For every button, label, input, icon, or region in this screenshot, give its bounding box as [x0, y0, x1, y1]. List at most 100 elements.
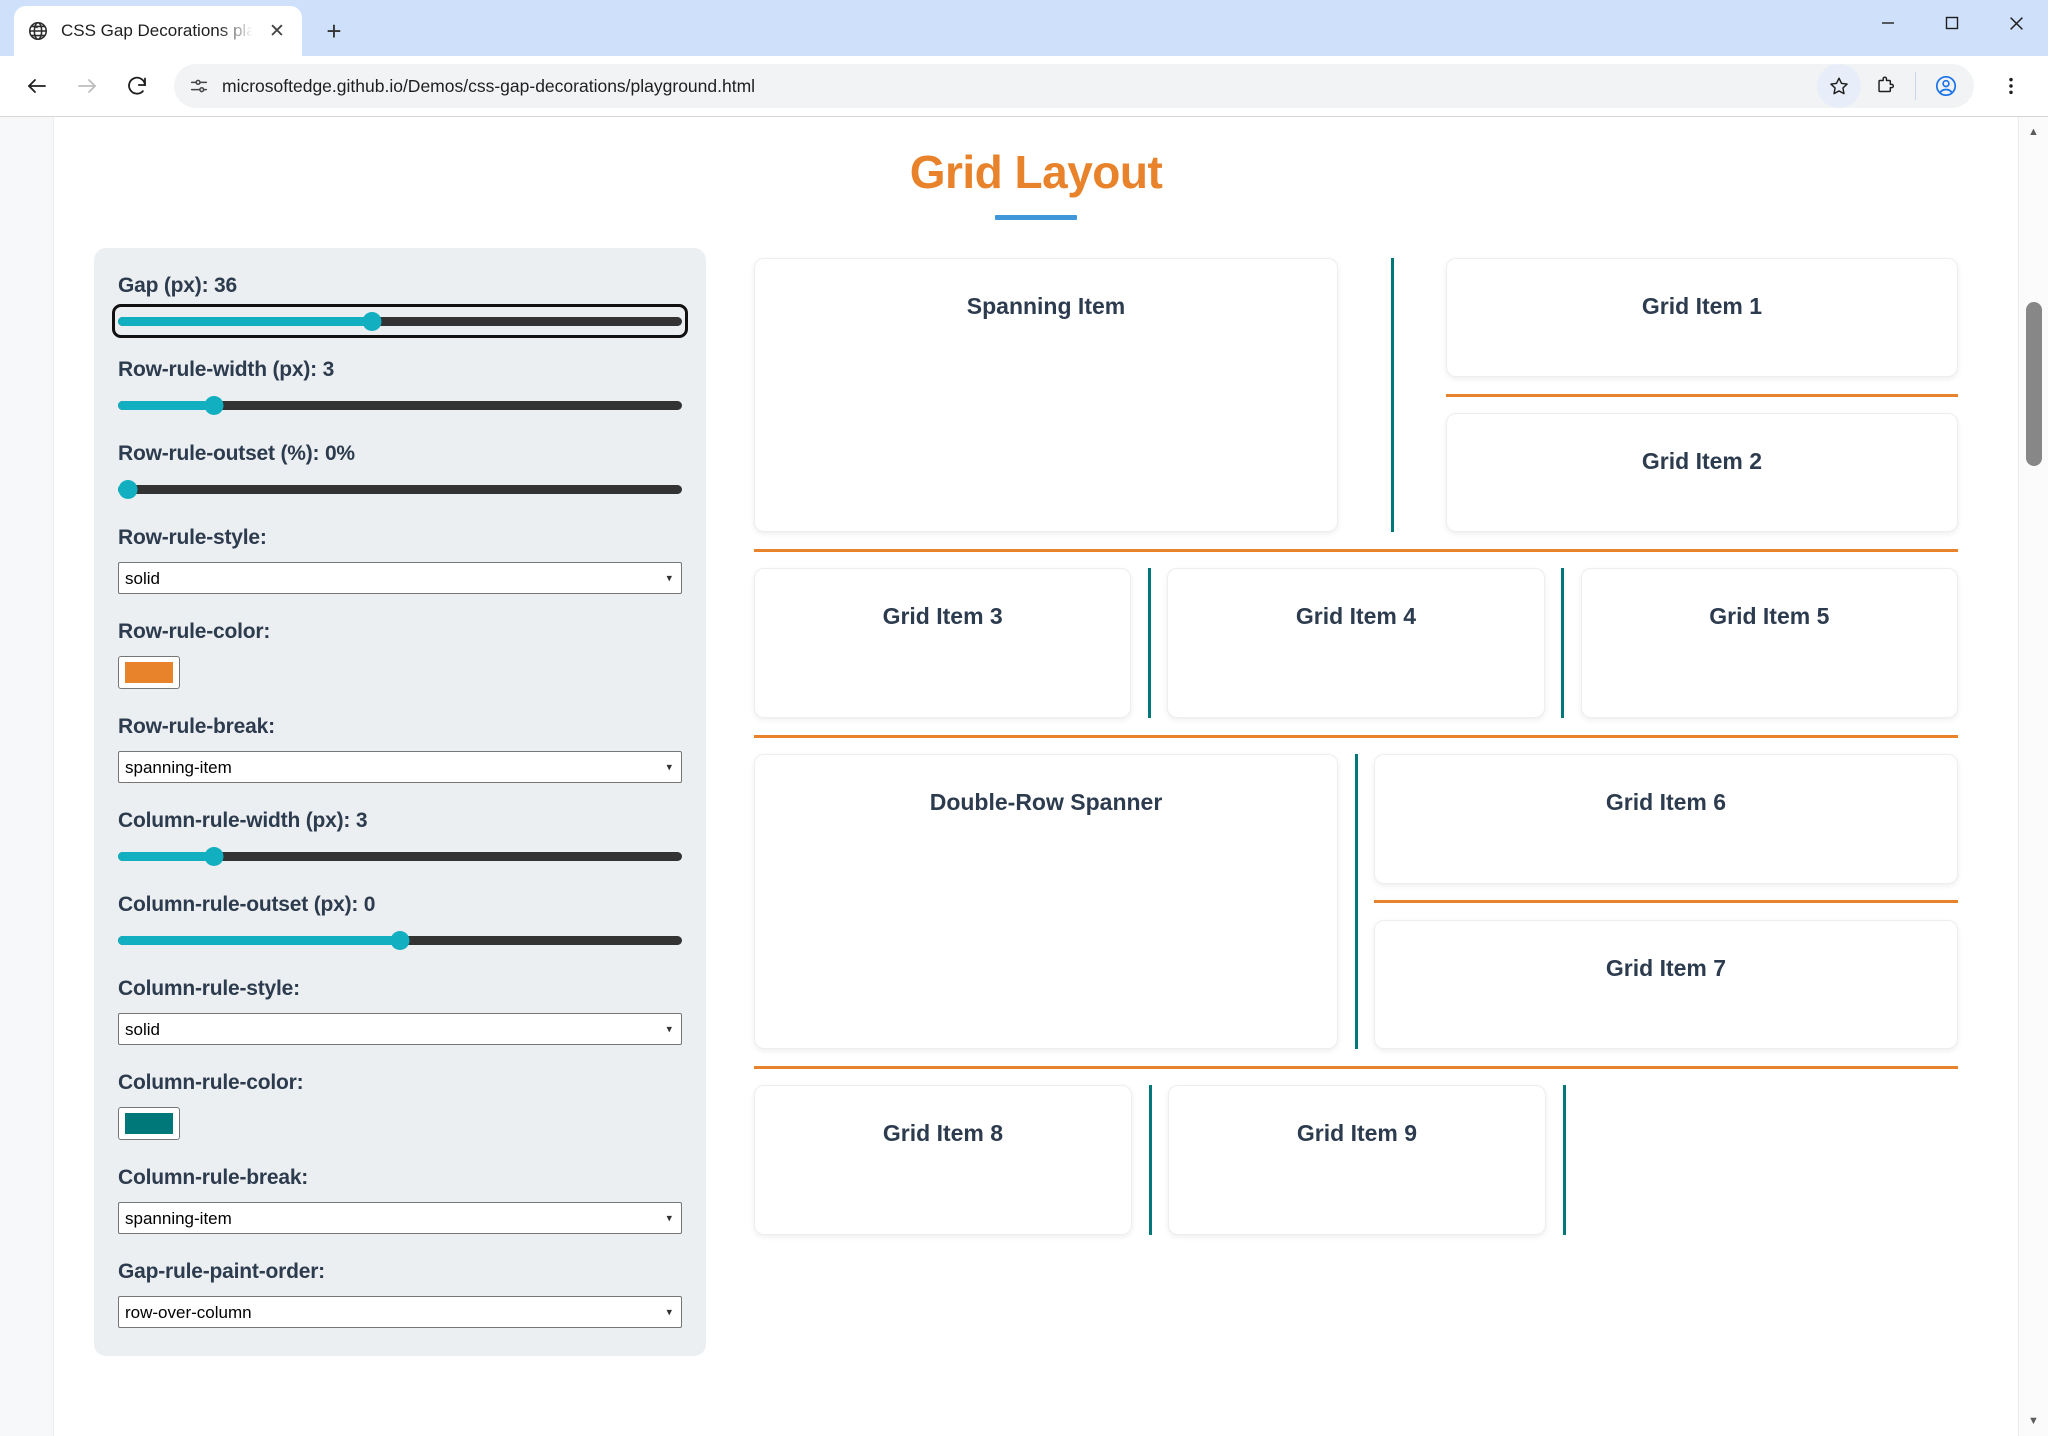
row-rule-outset-label: Row-rule-outset (%): 0%	[118, 442, 355, 465]
row-gap-full-2	[754, 718, 1958, 754]
page-title: Grid Layout	[909, 146, 1163, 198]
slider-fill	[118, 935, 400, 945]
page-viewport: Grid Layout Gap (px): 36	[0, 116, 2048, 1436]
account-circle-icon[interactable]	[1924, 64, 1968, 108]
puzzle-piece-icon[interactable]	[1863, 64, 1907, 108]
three-dot-menu-icon[interactable]	[1988, 63, 2034, 109]
grid-item-label: Grid Item 7	[1605, 954, 1727, 981]
row-gap	[1374, 884, 1958, 920]
column-rule-outset-slider[interactable]	[118, 929, 682, 951]
forward-arrow-icon[interactable]	[64, 63, 110, 109]
column-rule	[1148, 1085, 1152, 1235]
control-column-rule-break: Column-rule-break: spanning-item ▾	[118, 1166, 682, 1234]
control-column-rule-color: Column-rule-color:	[118, 1071, 682, 1140]
slider-fill	[118, 316, 372, 326]
page-content: Grid Layout Gap (px): 36	[54, 117, 2018, 1436]
row-rule	[754, 1065, 1958, 1069]
grid-item-spanning[interactable]: Spanning Item	[754, 258, 1338, 532]
minimize-icon[interactable]	[1856, 0, 1920, 46]
globe-icon	[26, 19, 50, 43]
grid-item-1[interactable]: Grid Item 1	[1446, 258, 1958, 377]
back-arrow-icon[interactable]	[14, 63, 60, 109]
control-column-rule-width: Column-rule-width (px): 3	[118, 809, 682, 867]
column-rule-style-select[interactable]: solid	[118, 1013, 682, 1045]
column-rule-width-label: Column-rule-width (px): 3	[118, 809, 368, 832]
grid-row-3: Double-Row Spanner Grid Item 6	[754, 754, 1958, 1049]
column-rule	[1562, 1085, 1566, 1235]
row-rule-break-select-wrap: spanning-item ▾	[118, 751, 682, 783]
scroll-up-arrow[interactable]: ▲	[2028, 126, 2039, 138]
page-layout: Gap (px): 36 Row-rule-width (px): 3	[54, 220, 2018, 1356]
grid-item-6[interactable]: Grid Item 6	[1374, 754, 1958, 884]
control-row-rule-color: Row-rule-color:	[118, 620, 682, 689]
grid-demo: Spanning Item Grid Item 1	[754, 248, 1958, 1235]
grid-item-5[interactable]: Grid Item 5	[1580, 568, 1958, 718]
grid-right-column: Grid Item 6 Grid Item 7	[1374, 754, 1958, 1049]
slider-thumb[interactable]	[362, 311, 382, 331]
new-tab-button[interactable]: +	[326, 15, 342, 46]
slider-thumb[interactable]	[204, 395, 224, 415]
grid-item-7[interactable]: Grid Item 7	[1374, 919, 1958, 1049]
star-icon[interactable]	[1817, 64, 1861, 108]
control-gap: Gap (px): 36	[112, 274, 688, 338]
column-rule-style-label: Column-rule-style:	[118, 977, 300, 1000]
scrollbar-thumb[interactable]	[2026, 302, 2042, 466]
gap-rule-paint-order-label: Gap-rule-paint-order:	[118, 1260, 325, 1283]
column-rule-break-select[interactable]: spanning-item	[118, 1202, 682, 1234]
grid-item-label: Grid Item 2	[1641, 448, 1763, 474]
column-rule	[1390, 258, 1394, 532]
grid-item-3[interactable]: Grid Item 3	[754, 568, 1132, 718]
slider-fill	[118, 400, 214, 410]
slider-track	[118, 400, 682, 410]
gap-slider[interactable]	[112, 304, 688, 338]
row-rule-color-swatch	[125, 662, 173, 683]
address-bar[interactable]: microsoftedge.github.io/Demos/css-gap-de…	[174, 64, 1974, 108]
grid-item-9[interactable]: Grid Item 9	[1168, 1085, 1546, 1235]
row-rule-break-select[interactable]: spanning-item	[118, 751, 682, 783]
column-rule-color-picker[interactable]	[118, 1107, 180, 1140]
column-rule-width-slider[interactable]	[118, 845, 682, 867]
row-rule-style-select[interactable]: solid	[118, 562, 682, 594]
column-rule	[1147, 568, 1151, 718]
slider-thumb[interactable]	[390, 930, 410, 950]
close-icon[interactable]	[1984, 0, 2048, 46]
site-settings-icon[interactable]	[188, 75, 210, 97]
grid-item-2[interactable]: Grid Item 2	[1446, 413, 1958, 532]
row-rule-width-slider[interactable]	[118, 394, 682, 416]
vertical-scrollbar[interactable]: ▲ ▼	[2018, 117, 2048, 1436]
grid-item-label: Grid Item 3	[882, 603, 1003, 629]
row-rule-width-label: Row-rule-width (px): 3	[118, 358, 335, 381]
row-rule-color-picker[interactable]	[118, 656, 180, 689]
navigation-toolbar: microsoftedge.github.io/Demos/css-gap-de…	[0, 56, 2048, 116]
grid-item-label: Grid Item 6	[1605, 789, 1727, 815]
column-rule-break-select-wrap: spanning-item ▾	[118, 1202, 682, 1234]
row-rule-style-select-wrap: solid ▾	[118, 562, 682, 594]
slider-track	[118, 316, 682, 326]
row-rule-style-label: Row-rule-style:	[118, 526, 267, 549]
browser-tab[interactable]: CSS Gap Decorations playground ✕	[14, 6, 302, 56]
grid-item-label: Grid Item 9	[1296, 1120, 1418, 1146]
gap-label: Gap (px): 36	[118, 274, 237, 297]
column-rule-outset-label: Column-rule-outset (px): 0	[118, 893, 376, 916]
row-rule-outset-slider[interactable]	[118, 478, 682, 500]
grid-item-4[interactable]: Grid Item 4	[1167, 568, 1545, 718]
slider-fill	[118, 851, 214, 861]
maximize-icon[interactable]	[1920, 0, 1984, 46]
column-rule-style-select-wrap: solid ▾	[118, 1013, 682, 1045]
reload-icon[interactable]	[114, 63, 160, 109]
grid-item-double-spanner[interactable]: Double-Row Spanner	[754, 754, 1338, 1049]
grid-item-label: Grid Item 1	[1641, 293, 1763, 319]
url-text[interactable]: microsoftedge.github.io/Demos/css-gap-de…	[222, 75, 756, 96]
column-rule-color-swatch	[125, 1113, 173, 1134]
control-row-rule-width: Row-rule-width (px): 3	[118, 358, 682, 416]
slider-thumb[interactable]	[204, 846, 224, 866]
control-row-rule-outset: Row-rule-outset (%): 0%	[118, 442, 682, 500]
row-rule	[754, 548, 1958, 552]
grid-item-8[interactable]: Grid Item 8	[754, 1085, 1132, 1235]
close-icon[interactable]: ✕	[269, 20, 285, 42]
column-rule-color-label: Column-rule-color:	[118, 1071, 304, 1094]
slider-thumb[interactable]	[118, 479, 138, 499]
scroll-down-arrow[interactable]: ▼	[2028, 1415, 2039, 1427]
gap-rule-paint-order-select[interactable]: row-over-column	[118, 1296, 682, 1328]
